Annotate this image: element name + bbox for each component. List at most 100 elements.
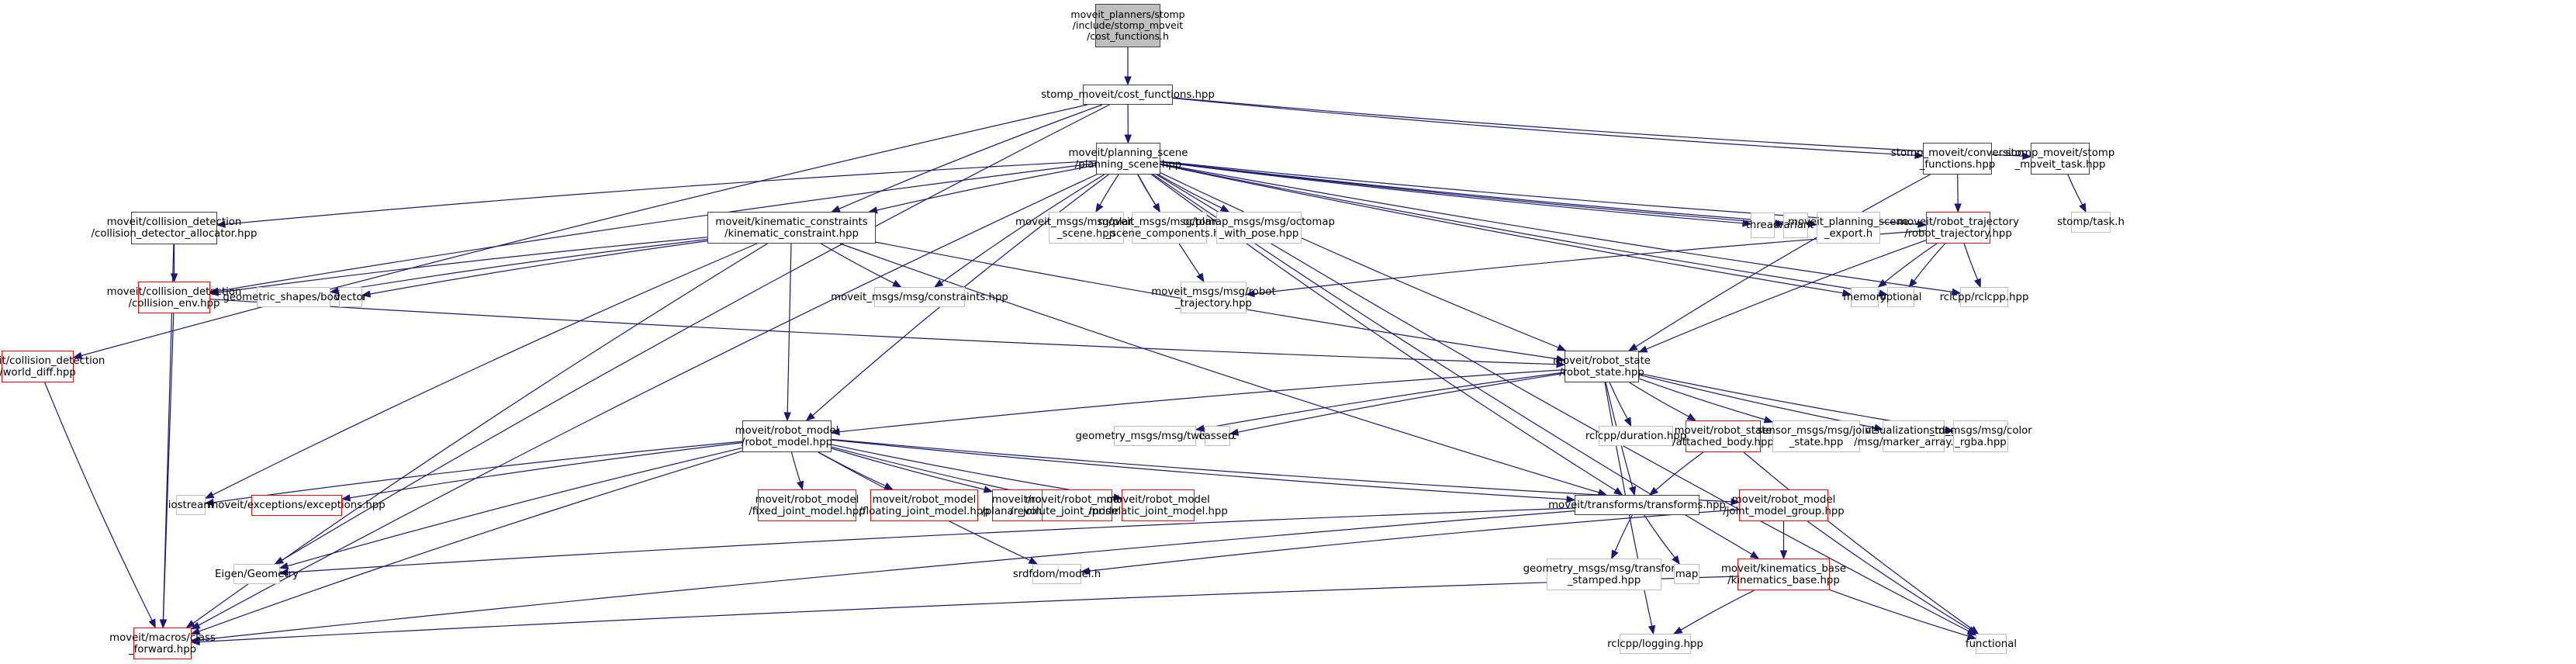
node-std-msgs-color-rgba-hpp[interactable]: std_msgs/msg/color _rgba.hpp [1929, 420, 2032, 452]
arrowhead-cf-to-smt [2022, 152, 2032, 160]
node-stomp-task-h[interactable]: stomp/task.h [2057, 212, 2125, 233]
edge-ce-to-rs [209, 299, 1558, 365]
edge-rm-to-fjm [790, 451, 801, 482]
node-map[interactable]: map [1674, 564, 1699, 584]
node-optional[interactable]: optional [1880, 287, 1921, 307]
arrowhead-rm-to-pjm [983, 486, 994, 493]
edge-kc-to-iostream [212, 243, 758, 496]
node-vector[interactable]: vector [334, 287, 367, 307]
node-rclcpp-duration-hpp[interactable]: rclcpp/duration.hpp [1585, 426, 1686, 446]
node-thread[interactable]: thread [1746, 213, 1779, 238]
node-joint-model-group-hpp[interactable]: moveit/robot_model /joint_model_group.hp… [1723, 489, 1845, 521]
arrowhead-conv-to-rs [1627, 343, 1638, 351]
arrowhead-ps-to-rm [805, 412, 815, 421]
edge-jmg-to-functional [1807, 520, 1970, 630]
node-sensor-msgs-joint-state-hpp[interactable]: sensor_msgs/msg/joint _state.hpp [1757, 420, 1876, 452]
arrowhead-kb-to-cfwd [190, 638, 200, 646]
node-moveit-msgs-robot-trajectory-hpp[interactable]: moveit_msgs/msg/robot _trajectory.hpp [1151, 282, 1276, 313]
node-kinematic-constraint-hpp[interactable]: moveit/kinematic_constraints /kinematic_… [707, 212, 876, 244]
edge-ps-to-optional [1160, 164, 1880, 294]
edge-ps-to-tf [1151, 174, 1616, 491]
edge-tf-to-eigen [287, 507, 1575, 573]
edge-kc-to-ce [217, 237, 708, 293]
edge-kc-to-rm [787, 243, 792, 413]
edge-ps-to-cda [224, 160, 1097, 225]
node-planning-scene-hpp[interactable]: moveit/planning_scene /planning_scene.hp… [1069, 143, 1188, 175]
arrowhead-wd-to-cfwd [148, 618, 156, 629]
edge-kb-to-log [1680, 590, 1755, 631]
edge-rs-to-dur [1609, 382, 1628, 420]
node-srdfdom-model-h[interactable]: srdfdom/model.h [1013, 564, 1101, 584]
edge-rm-to-flm [818, 451, 887, 487]
edge-ps-to-functional [1156, 174, 1969, 632]
node-cassert[interactable]: cassert [1198, 426, 1236, 446]
edge-tf-to-map [1644, 514, 1675, 559]
node-moveit-msgs-planning-scene-components-hpp[interactable]: moveit_msgs/msg/planning _scene_componen… [1098, 212, 1240, 244]
arrowhead-rs-to-dur [1623, 417, 1632, 427]
node-robot-state-hpp[interactable]: moveit/robot_state /robot_state.hpp [1553, 351, 1651, 382]
arrowhead-kc-to-cfwd [185, 620, 195, 628]
node-robot-trajectory-hpp[interactable]: moveit/robot_trajectory /robot_trajector… [1897, 212, 2019, 244]
arrowhead-ps-to-cda [216, 220, 226, 228]
node-memory[interactable]: memory [1843, 287, 1886, 307]
node-fixed-joint-model-hpp[interactable]: moveit/robot_model /fixed_joint_model.hp… [749, 489, 866, 521]
node-revolute-joint-model-hpp[interactable]: moveit/robot_model /revolute_joint_model… [1010, 489, 1144, 521]
node-moveit-msgs-planning-scene-hpp[interactable]: moveit_msgs/msg/planning _scene.hpp [1015, 212, 1157, 244]
edge-rs-to-js [1638, 378, 1765, 420]
node-prismatic-joint-model-hpp[interactable]: moveit/robot_model /prismatic_joint_mode… [1088, 489, 1228, 521]
node-stomp-cost-functions-hpp[interactable]: stomp_moveit/cost_functions.hpp [1041, 85, 1215, 105]
arrowhead-rm-to-iostream [204, 498, 214, 507]
arrowhead-ps-to-rs [1556, 344, 1567, 351]
edge-ps-to-kc [877, 164, 1097, 211]
node-kinematics-base-hpp[interactable]: moveit/kinematics_base /kinematics_base.… [1721, 559, 1846, 590]
node-moveit-planning-scene-export-h[interactable]: moveit_planning_scene _export.h [1788, 212, 1909, 244]
arrowhead-ps-to-memory [1841, 289, 1852, 297]
node-class-forward-hpp[interactable]: moveit/macros/class _forward.hpp [109, 628, 216, 659]
node-attached-body-hpp[interactable]: moveit/robot_state /attached_body.hpp [1672, 420, 1774, 452]
edge-wd-to-cfwd [44, 382, 153, 621]
node-transforms-hpp[interactable]: moveit/transforms/transforms.hpp [1548, 495, 1726, 515]
node-floating-joint-model-hpp[interactable]: moveit/robot_model /floating_joint_model… [859, 489, 990, 521]
arrowhead-cf-to-wd [72, 351, 83, 359]
node-cost-functions-h[interactable]: moveit_planners/stomp /include/stomp_mov… [1070, 4, 1185, 47]
arrowhead-ps-to-oct [1219, 204, 1230, 213]
arrowhead-jmg-to-srdf [1080, 567, 1090, 575]
node-octomap-with-pose-hpp[interactable]: octomap_msgs/msg/octomap _with_pose.hpp [1183, 212, 1335, 244]
node-geometric-shapes-bodies-h[interactable]: geometric_shapes/bodies.h [223, 287, 365, 307]
node-rclcpp-logging-hpp[interactable]: rclcpp/logging.hpp [1607, 634, 1703, 654]
arrowhead-ps-to-mrt [1196, 272, 1205, 283]
edge-rm-to-jmg [831, 438, 1732, 503]
edge-rm-to-pjm [831, 448, 985, 490]
edge-ps-to-thread [1160, 161, 1744, 224]
arrowhead-rt-to-optional [1908, 278, 1917, 289]
arrowhead-ps-to-cons [933, 279, 944, 288]
edge-kb-to-cfwd [199, 576, 1738, 643]
edge-rm-to-eigen [287, 447, 743, 567]
node-geometry-msgs-twist-hpp[interactable]: geometry_msgs/msg/twist.hpp [1075, 426, 1235, 446]
node-exceptions-hpp[interactable]: moveit/exceptions/exceptions.hpp [208, 495, 386, 516]
node-stomp-moveit-task-hpp[interactable]: stomp_moveit/stomp _moveit_task.hpp [2006, 143, 2114, 175]
node-rclcpp-rclcpp-hpp[interactable]: rclcpp/rclcpp.hpp [1940, 287, 2028, 307]
edge-rm-to-tf [831, 439, 1568, 500]
arrowhead-tf-to-map [1672, 555, 1680, 565]
node-robot-model-hpp[interactable]: moveit/robot_model /robot_model.hpp [735, 420, 838, 452]
node-collision-detector-allocator-hpp[interactable]: moveit/collision_detection /collision_de… [92, 212, 257, 244]
arrowhead-kc-to-cons [892, 279, 902, 288]
arrowhead-conv-to-rt [1954, 203, 1962, 213]
node-collision-env-hpp[interactable]: moveit/collision_detection /collision_en… [107, 282, 241, 313]
arrowhead-rs-to-ma [1873, 424, 1884, 431]
node-moveit-msgs-constraints-hpp[interactable]: moveit_msgs/msg/constraints.hpp [831, 287, 1008, 307]
node-world-diff-hpp[interactable]: moveit/collision_detection /world_diff.h… [0, 351, 105, 382]
edge-rm-to-cfwd [199, 451, 743, 632]
edge-kc-to-bodies [337, 239, 708, 292]
node-visualization-msgs-marker-array-hpp[interactable]: visualization_msgs /msg/marker_array.hpp [1854, 420, 1973, 452]
node-iostream[interactable]: iostream [168, 495, 213, 515]
node-geometry-msgs-transform-stamped-hpp[interactable]: geometry_msgs/msg/transform _stamped.hpp [1523, 559, 1685, 590]
node-conversion-functions-hpp[interactable]: stomp_moveit/conversion _functions.hpp [1891, 143, 2024, 175]
arrowhead-ps-to-thread [1742, 220, 1752, 227]
node-eigen-geometry[interactable]: Eigen/Geometry [215, 564, 299, 584]
node-functional[interactable]: functional [1966, 634, 2017, 654]
node-variant[interactable]: variant [1778, 213, 1814, 238]
arrowhead-rs-to-js [1763, 416, 1774, 424]
